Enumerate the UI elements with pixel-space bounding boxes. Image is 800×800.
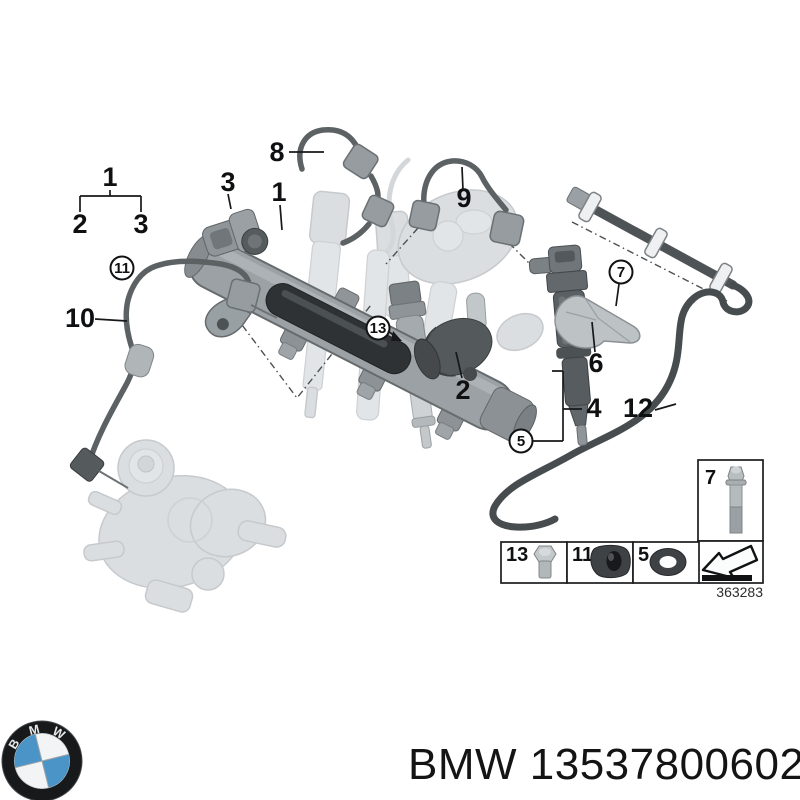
callout-label-4: 4 (586, 393, 601, 423)
circled-label-11: 11 (114, 260, 130, 277)
circled-label-13: 13 (370, 320, 387, 337)
callout-9: 9 (456, 166, 472, 213)
bmw-logo: B M W (1, 720, 83, 800)
callout-label-9: 9 (456, 183, 471, 213)
callout-label-1-parent: 1 (102, 162, 117, 192)
legend-label-11: 11 (572, 544, 593, 566)
legend: 7 13 11 5 (500, 459, 764, 600)
grommet-icon (590, 544, 631, 579)
callout-label-6: 6 (588, 348, 603, 378)
hex-bolt-small-icon (533, 545, 557, 579)
circled-callout-13: 13 (365, 315, 402, 341)
part-number-text: BMW 13537800602 (408, 740, 800, 789)
pipe-10-damper (124, 343, 155, 378)
callout-2: 2 (455, 351, 471, 405)
support-bracket-6 (554, 295, 641, 349)
callout-10: 10 (65, 303, 128, 333)
pressure-regulator-2 (413, 292, 493, 381)
pressure-sensor-3 (202, 208, 269, 257)
pipe-8-fitting (342, 143, 379, 180)
legend-label-7: 7 (705, 467, 716, 489)
assembly-bracket-callout: 1 2 3 (72, 162, 148, 239)
pipe-9-fitting (408, 199, 441, 232)
callout-4: 4 (533, 370, 602, 442)
circled-callout-11: 11 (109, 255, 135, 281)
logo-letter-m: M (28, 722, 41, 738)
legend-label-13: 13 (506, 544, 528, 566)
pipe-10-end-fitting (69, 447, 105, 482)
pipe-10 (69, 258, 278, 489)
callout-label-3: 3 (220, 167, 235, 197)
high-pressure-pump-ghost (83, 439, 287, 613)
callout-label-2-child: 2 (72, 209, 87, 239)
pipe-9-fitting (489, 210, 525, 247)
pipe-8-fitting (361, 194, 395, 228)
legend-cell-13 (500, 541, 568, 584)
washer-icon (649, 548, 687, 576)
legend-label-5: 5 (638, 544, 649, 566)
pipe-10-fitting (226, 278, 261, 313)
callout-3: 3 (220, 167, 236, 210)
callout-label-2: 2 (455, 375, 470, 405)
leak-off-hose-12 (489, 186, 753, 531)
callout-6: 6 (588, 321, 604, 378)
callout-label-8: 8 (269, 137, 284, 167)
callout-label-3-child: 3 (133, 209, 148, 239)
circled-label-7: 7 (617, 264, 625, 281)
circled-callout-7: 7 (608, 259, 634, 307)
direction-arrow-icon (701, 544, 759, 581)
drawing-number: 363283 (716, 584, 763, 600)
callout-1: 1 (271, 177, 287, 231)
circled-callout-5: 5 (508, 428, 534, 454)
callout-label-1: 1 (271, 177, 286, 207)
callout-label-10: 10 (65, 303, 95, 333)
callout-8: 8 (269, 137, 324, 167)
locator-dash-lines (232, 221, 728, 400)
circled-label-5: 5 (517, 433, 525, 450)
pipe-9 (408, 158, 525, 247)
callout-label-12: 12 (623, 393, 653, 423)
callout-12: 12 (623, 393, 677, 423)
hex-bolt-icon (725, 466, 747, 534)
